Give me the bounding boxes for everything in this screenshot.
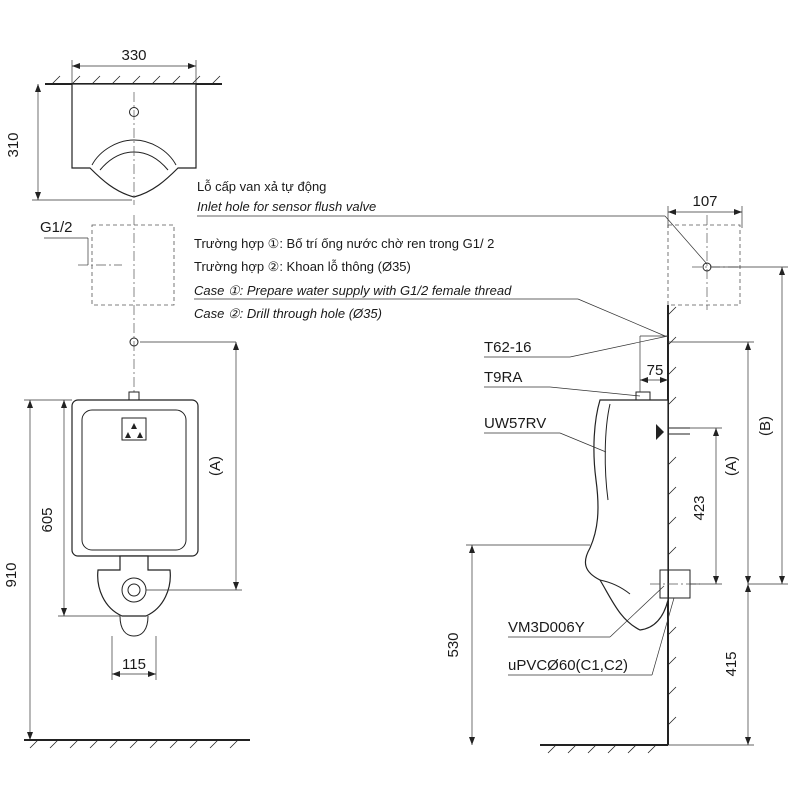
- front-thread-label: G1/2: [40, 219, 73, 236]
- top-width-dim: 330: [121, 47, 146, 64]
- notes-block: Lỗ cấp van xả tự động Inlet hole for sen…: [194, 179, 708, 337]
- side-view: 107: [445, 193, 788, 754]
- note-case1-en: Case ①: Prepare water supply with G1/2 f…: [194, 283, 512, 298]
- front-height-body: 605: [39, 507, 56, 532]
- front-floor-hatch: [29, 739, 239, 749]
- top-depth-dim: 310: [5, 132, 22, 157]
- part-label-vm3d006y: VM3D006Y: [508, 619, 585, 636]
- front-valve-icon: [125, 423, 143, 438]
- side-inlet-hole: [702, 262, 712, 272]
- side-dim-a: (A): [723, 456, 740, 476]
- front-dim-a: (A): [207, 456, 224, 476]
- part-label-upvc: uPVCØ60(C1,C2): [508, 657, 628, 674]
- part-label-t9ra: T9RA: [484, 369, 522, 386]
- front-view: G1/2 910 605: [3, 215, 250, 749]
- note-inlet-en: Inlet hole for sensor flush valve: [197, 199, 376, 214]
- top-wall-hatch: [51, 75, 221, 85]
- front-outlet-width: 115: [122, 656, 146, 673]
- top-view: 330 310 75: [5, 47, 222, 205]
- side-wall-hatch: [667, 306, 677, 726]
- side-top-offset: 107: [692, 193, 717, 210]
- side-height-530: 530: [445, 632, 462, 657]
- side-dim-b: (B): [757, 416, 774, 436]
- part-label-t62-16: T62-16: [484, 339, 532, 356]
- side-valve-offset: 75: [647, 362, 664, 379]
- note-case2-en: Case ②: Drill through hole (Ø35): [194, 306, 382, 321]
- side-height-415: 415: [723, 651, 740, 676]
- note-case2-vi: Trường hợp ②: Khoan lỗ thông (Ø35): [194, 259, 411, 274]
- note-inlet-vi: Lỗ cấp van xả tự động: [197, 179, 326, 194]
- front-inlet-hole: [129, 337, 139, 347]
- note-case1-vi: Trường hợp ①: Bố trí ống nước chờ ren tr…: [194, 236, 494, 251]
- side-fixture-body: [584, 399, 669, 631]
- part-label-uw57rv: UW57RV: [484, 415, 546, 432]
- side-height-423: 423: [691, 495, 708, 520]
- front-fixture-body: [71, 399, 199, 557]
- front-height-total: 910: [3, 562, 20, 587]
- side-floor-hatch: [547, 744, 657, 754]
